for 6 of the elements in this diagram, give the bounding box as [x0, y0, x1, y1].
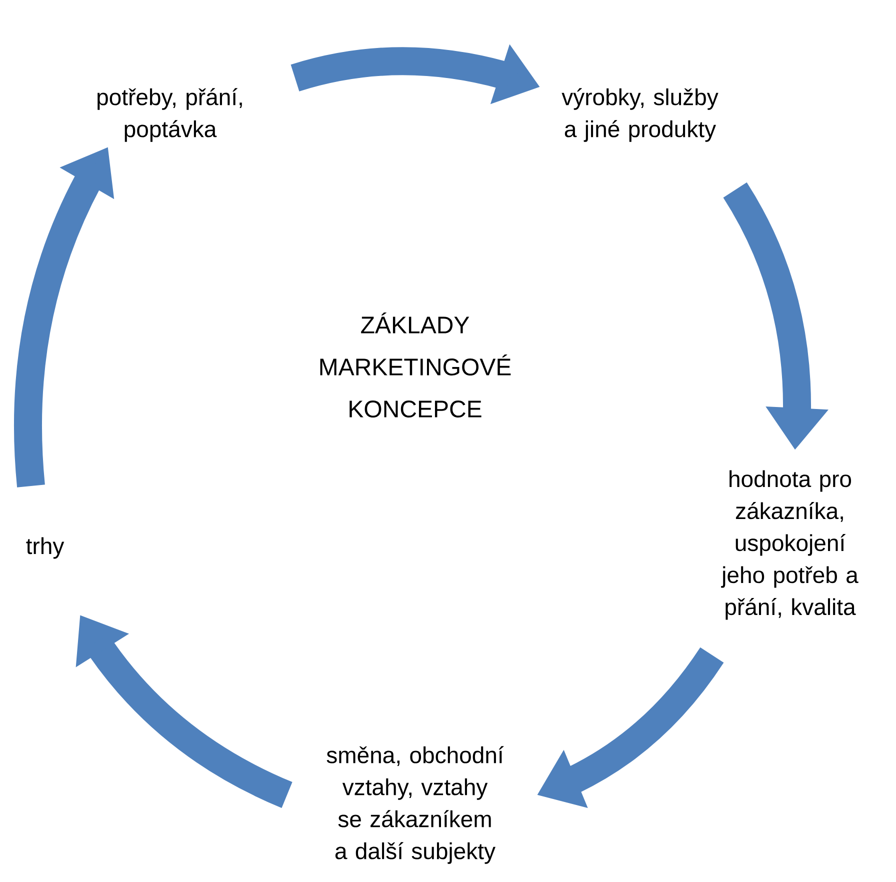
node-text: směna, obchodní vztahy, vztahy se zákazníkem a další subjekty — [326, 746, 504, 864]
center-title: ZÁKLADY MARKETINGOVÉ KONCEPCE — [320, 312, 511, 418]
node-text: výrobky, služby a jiné produkty — [562, 88, 718, 142]
node-text: potřeby, přání, poptávka — [98, 88, 242, 142]
node-text: trhy — [26, 537, 64, 559]
node-text: hodnota pro zákazníka, uspokojení jeho potřeb a přání, kvalita — [721, 470, 858, 620]
